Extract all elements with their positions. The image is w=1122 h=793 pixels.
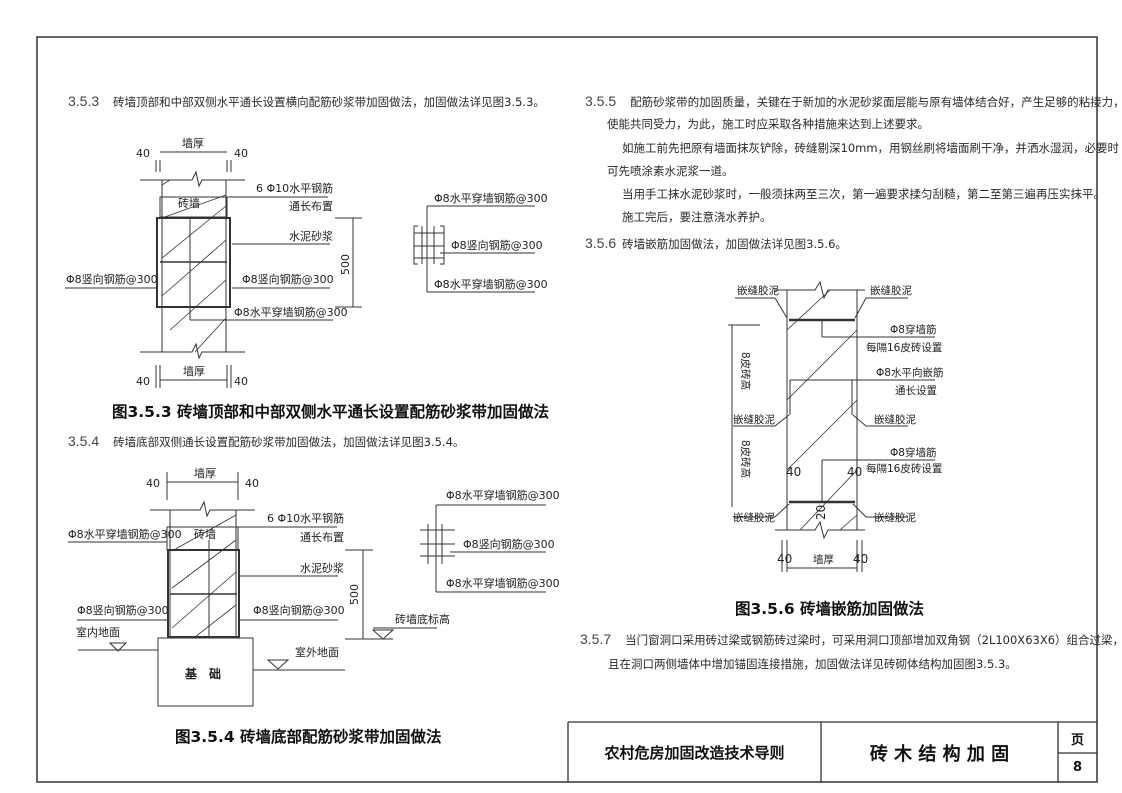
dim-label: 40	[146, 477, 160, 490]
horizontal-bars-label: 6 Φ10水平钢筋	[256, 181, 333, 195]
joint-mortar-label: 嵌缝胶泥	[733, 413, 775, 426]
spacing-label: 每隔16皮砖设置	[866, 462, 942, 475]
vertical-bar-label: Φ8竖向钢筋@300	[242, 272, 334, 286]
figure-3-5-3-labels: 40 40 墙厚 砖墙 6 Φ10水平钢筋 通长布置 水泥砂浆 Φ8竖向钢筋@3…	[66, 136, 548, 388]
figure-3-5-4-labels: 40 40 墙厚 砖墙 6 Φ10水平钢筋 通长布置 水泥砂浆 Φ8水平穿墙钢筋…	[68, 466, 560, 681]
page-label: 页	[1070, 733, 1084, 748]
through-label: 通长布置	[300, 531, 344, 544]
horizontal-bars-label: 6 Φ10水平钢筋	[267, 511, 344, 525]
figure-3-5-3-caption: 图3.5.3 砖墙顶部和中部双侧水平通长设置配筋砂浆带加固做法	[112, 403, 550, 421]
section-text: 砖墙顶部和中部双侧水平通长设置横向配筋砂浆带加固做法，加固做法详见图3.5.3。	[113, 95, 545, 109]
section-number: 3.5.6	[585, 235, 617, 251]
dim-500-label: 500	[339, 254, 352, 275]
section-3-5-4: 3.5.4 砖墙底部双侧通长设置配筋砂浆带加固做法，加固做法详见图3.5.4。	[68, 433, 464, 450]
wall-thickness-label: 墙厚	[182, 136, 204, 150]
section-number: 3.5.5	[585, 93, 617, 109]
section-text: 当门窗洞口采用砖过梁或钢筋砖过梁时，可采用洞口顶部增加双角钢（2L100X63X…	[625, 633, 1122, 647]
vertical-bar-label: Φ8竖向钢筋@300	[66, 272, 158, 286]
through-label: 通长设置	[895, 385, 937, 397]
spacing-label: 每隔16皮砖设置	[866, 341, 942, 354]
section-text-line: 可先喷涂素水泥浆一道。	[607, 164, 734, 178]
section-text-line: 如施工前先把原有墙面抹灰铲除，砖缝剔深10mm，用钢丝刷将墙面刷干净，并洒水湿润…	[622, 141, 1120, 155]
title-block	[567, 721, 1097, 782]
through-bar-label: Φ8水平穿墙钢筋@300	[446, 576, 560, 590]
dim-500-label: 500	[348, 584, 361, 605]
dim-label: 40	[853, 552, 868, 566]
section-text: 砖墙底部双侧通长设置配筋砂浆带加固做法，加固做法详见图3.5.4。	[113, 435, 465, 449]
vertical-bar-label: Φ8竖向钢筋@300	[451, 238, 543, 252]
embedded-bar-label: Φ8水平向嵌筋	[876, 366, 943, 379]
joint-mortar-label: 嵌缝胶泥	[874, 511, 916, 524]
through-bar-label: Φ8水平穿墙钢筋@300	[68, 527, 182, 541]
joint-mortar-label: 嵌缝胶泥	[737, 284, 779, 297]
wall-label: 砖墙	[178, 196, 200, 210]
figure-3-5-6-labels: 嵌缝胶泥 嵌缝胶泥 Φ8穿墙筋 每隔16皮砖设置 Φ8水平向嵌筋 通长设置 嵌缝…	[733, 284, 943, 566]
dim-label: 40	[847, 465, 862, 479]
through-bar-label: Φ8水平穿墙钢筋@300	[434, 191, 548, 205]
wall-thickness-label: 墙厚	[194, 466, 216, 480]
joint-mortar-label: 嵌缝胶泥	[870, 284, 912, 297]
dim-label: 40	[245, 477, 259, 490]
through-bar-label: Φ8水平穿墙钢筋@300	[234, 305, 348, 319]
figure-3-5-4-drawing	[68, 472, 546, 707]
mortar-label: 水泥砂浆	[300, 561, 344, 575]
through-bar-label: Φ8水平穿墙钢筋@300	[434, 277, 548, 291]
figure-3-5-6-caption: 图3.5.6 砖墙嵌筋加固做法	[735, 600, 925, 618]
section-text-line: 使能共同受力，为此，施工时应采取各种措施来达到上述要求。	[607, 117, 929, 131]
dim-label: 20	[814, 505, 828, 520]
joint-mortar-label: 嵌缝胶泥	[733, 511, 775, 524]
page-frame	[36, 36, 1098, 783]
foundation-label: 基 础	[184, 666, 221, 681]
wall-label: 砖墙	[194, 527, 216, 541]
brick-height-label: 8皮砖高	[739, 440, 752, 478]
dim-label: 40	[786, 465, 801, 479]
section-text-line: 施工完后，要注意浇水养护。	[622, 210, 772, 224]
outdoor-ground-label: 室外地面	[295, 645, 339, 659]
mortar-label: 水泥砂浆	[289, 229, 333, 243]
section-3-5-6: 3.5.6 砖墙嵌筋加固做法，加固做法详见图3.5.6。	[585, 235, 847, 252]
section-number: 3.5.4	[68, 433, 100, 449]
vertical-bar-label: Φ8竖向钢筋@300	[77, 603, 169, 617]
joint-mortar-label: 嵌缝胶泥	[874, 413, 916, 426]
figure-3-5-4-caption: 图3.5.4 砖墙底部配筋砂浆带加固做法	[175, 728, 442, 746]
section-text: 砖墙嵌筋加固做法，加固做法详见图3.5.6。	[622, 237, 847, 251]
vertical-bar-label: Φ8竖向钢筋@300	[463, 537, 555, 551]
wall-thickness-label: 墙厚	[183, 364, 205, 378]
section-number: 3.5.7	[580, 631, 612, 647]
vertical-bar-label: Φ8竖向钢筋@300	[253, 603, 345, 617]
section-text-line: 当用手工抹水泥砂浆时，一般须抹两至三次，第一遍要求揉匀刮糙，第二至第三遍再压实抹…	[622, 187, 1105, 201]
indoor-floor-label: 室内地面	[76, 625, 120, 639]
book-title: 农村危房加固改造技术导则	[604, 744, 785, 762]
section-3-5-7: 3.5.7 当门窗洞口采用砖过梁或钢筋砖过梁时，可采用洞口顶部增加双角钢（2L10…	[580, 631, 1122, 648]
chapter-title: 砖 木 结 构 加 固	[869, 744, 1010, 765]
section-text: 配筋砂浆带的加固质量，关键在于新加的水泥砂浆面层能与原有墙体结合好，产生足够的粘…	[630, 95, 1122, 109]
dim-label: 40	[234, 147, 248, 160]
dim-label: 40	[136, 375, 150, 388]
page-number: 8	[1072, 760, 1083, 775]
wall-base-elevation-label: 砖墙底标高	[395, 612, 450, 626]
through-bar-label: Φ8水平穿墙钢筋@300	[446, 488, 560, 502]
section-text-line: 且在洞口两侧墙体中增加锚固连接措施，加固做法详见砖砌体结构加固图3.5.3。	[608, 657, 1017, 671]
figure-3-5-3-drawing	[65, 151, 535, 388]
dim-label: 40	[234, 375, 248, 388]
through-bar-label: Φ8穿墙筋	[890, 446, 936, 459]
dim-label: 40	[136, 147, 150, 160]
brick-height-label: 8皮砖高	[739, 352, 752, 390]
figure-3-5-6-drawing	[728, 280, 935, 572]
section-3-5-3: 3.5.3 砖墙顶部和中部双侧水平通长设置横向配筋砂浆带加固做法，加固做法详见图3…	[68, 93, 545, 110]
through-label: 通长布置	[289, 200, 333, 213]
section-number: 3.5.3	[68, 93, 100, 109]
through-bar-label: Φ8穿墙筋	[890, 323, 936, 336]
wall-thickness-label: 墙厚	[813, 553, 834, 566]
dim-label: 40	[777, 552, 792, 566]
section-3-5-5: 3.5.5 配筋砂浆带的加固质量，关键在于新加的水泥砂浆面层能与原有墙体结合好，产…	[585, 93, 1122, 110]
